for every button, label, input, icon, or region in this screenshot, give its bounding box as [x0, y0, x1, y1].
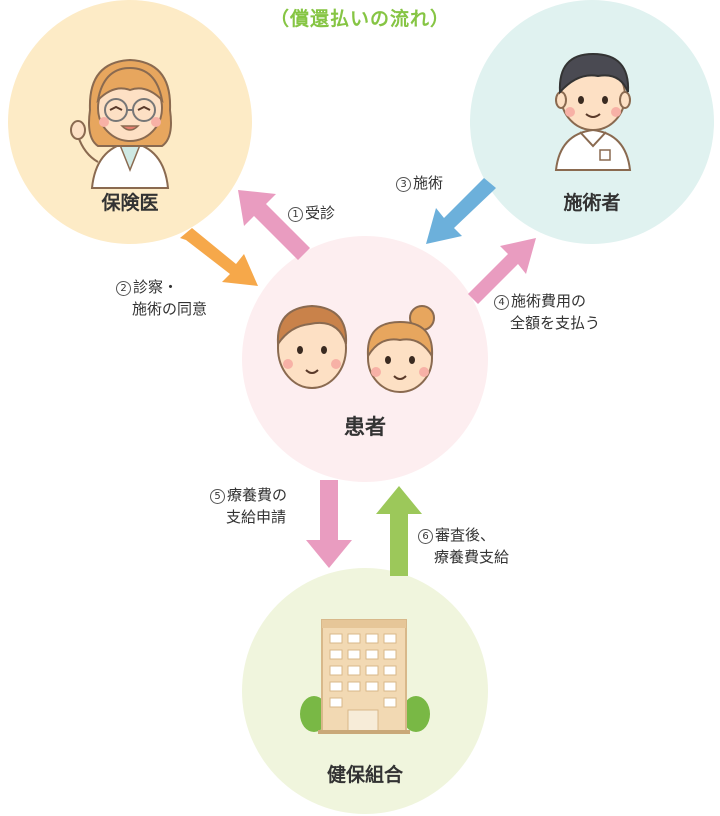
insurer-label: 健保組合 [326, 764, 403, 786]
practitioner-illustration [554, 52, 632, 171]
arrow-step-6 [376, 486, 422, 576]
arrow-step-3 [426, 178, 496, 244]
arrow-step-5 [306, 480, 352, 568]
step-number: 2 [116, 281, 131, 296]
step-text-line1: 診察・ [133, 278, 179, 296]
step-number: 1 [288, 207, 303, 222]
step-text-line2: 施術の同意 [132, 300, 208, 318]
step-text-line1: 審査後、 [435, 526, 496, 544]
diagram-title: （償還払いの流れ） [269, 8, 450, 30]
step-text-line1: 療養費の [227, 486, 288, 504]
step-text-line1: 施術 [413, 174, 444, 192]
step-number: 6 [418, 529, 433, 544]
step-number: 4 [494, 295, 509, 310]
doctor-label: 保険医 [101, 192, 159, 214]
doctor-illustration [70, 58, 172, 189]
arrow-step-1 [238, 190, 310, 260]
step-text-line1: 施術費用の [511, 292, 587, 310]
building-illustration [300, 619, 430, 734]
practitioner-label: 施術者 [563, 192, 621, 214]
step-text-line2: 支給申請 [226, 508, 287, 526]
step-number: 3 [396, 177, 411, 192]
arrow-step-2 [180, 228, 258, 286]
arrow-step-4 [466, 238, 536, 304]
step-text-line2: 全額を支払う [510, 314, 601, 332]
patient-label: 患者 [344, 415, 386, 439]
step-number: 5 [210, 489, 225, 504]
step-text-line2: 療養費支給 [434, 548, 510, 566]
step-text-line1: 受診 [305, 204, 336, 222]
patient-illustration [276, 304, 435, 393]
